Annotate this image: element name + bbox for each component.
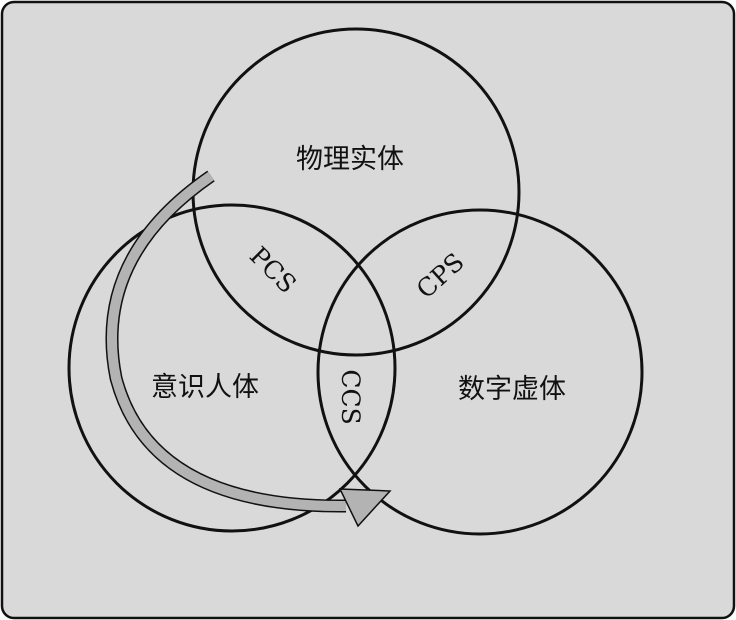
arrow-head (338, 488, 392, 528)
label-physical: 物理实体 (296, 144, 404, 175)
circle-digital (316, 208, 644, 536)
curved-arrow (105, 170, 392, 528)
label-ccs: CCS (336, 369, 365, 424)
label-conscious: 意识人体 (151, 372, 259, 403)
circle-conscious (67, 203, 397, 533)
label-digital: 数字虚体 (458, 374, 566, 405)
